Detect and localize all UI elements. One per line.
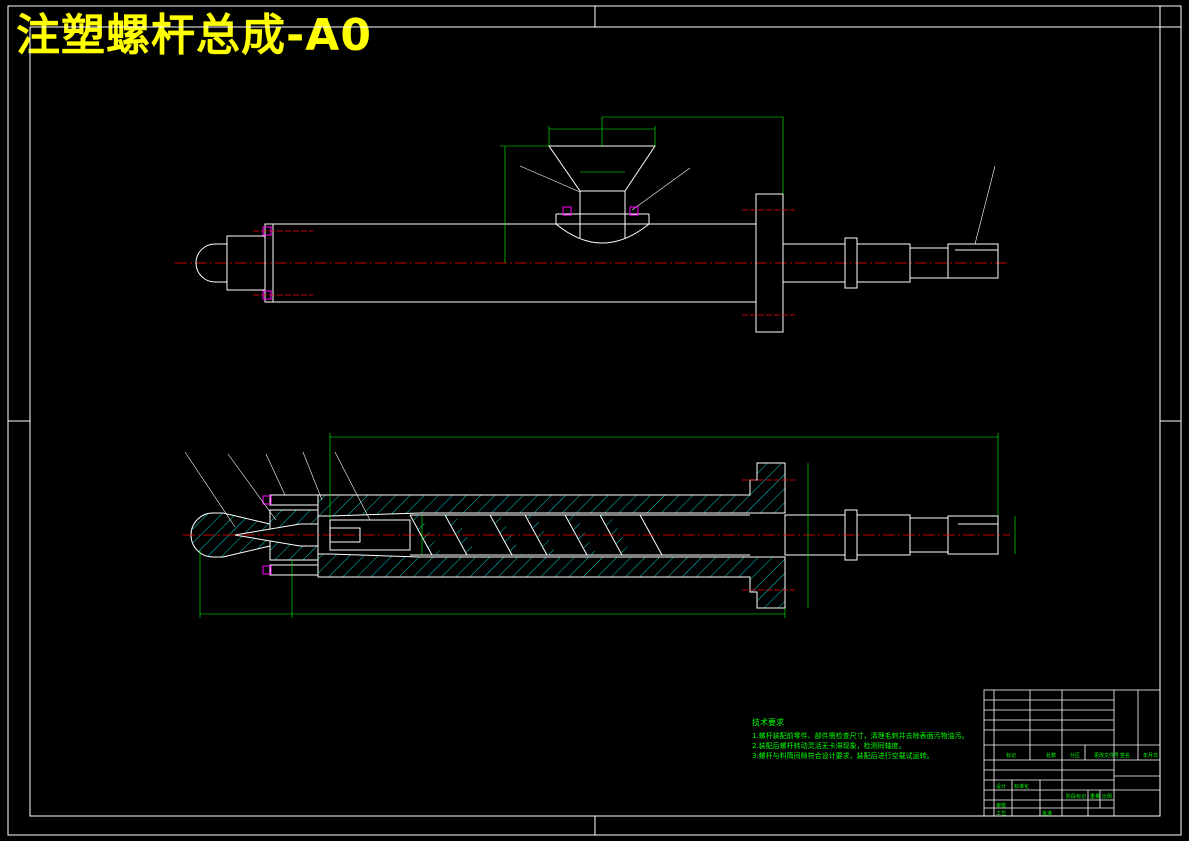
- inner-frame: [29, 26, 1161, 817]
- barrel-wall-lower: [317, 553, 786, 609]
- centering-marks: [8, 6, 1181, 835]
- top-bolts: [262, 206, 639, 300]
- tb-label: 阶段标记: [1066, 794, 1087, 800]
- tb-label: 比例: [1102, 794, 1113, 800]
- top-view: [175, 116, 1008, 333]
- tb-label: 审核: [996, 803, 1007, 809]
- tb-label: 处数: [1046, 753, 1057, 759]
- tb-label: 年月日: [1143, 753, 1159, 759]
- shaft-end: [947, 243, 999, 279]
- tech-notes-heading: 技术要求: [752, 718, 784, 727]
- tb-label: 签名: [1120, 753, 1131, 759]
- top-dimensions: [500, 116, 996, 263]
- tb-label: 更改文件号: [1094, 753, 1120, 759]
- tb-label: 分区: [1070, 753, 1081, 759]
- tech-note-line: 2.装配后螺杆转动灵活无卡滞现象，检测同轴度。: [752, 742, 906, 750]
- tb-label: 标记: [1006, 753, 1017, 759]
- tb-label: 标准化: [1014, 784, 1030, 790]
- drawing-title: 注塑螺杆总成-A0: [16, 10, 372, 61]
- hopper-base: [555, 223, 650, 244]
- outer-border: [7, 5, 1182, 836]
- title-block: [983, 689, 1161, 817]
- tb-label: 批准: [1042, 811, 1053, 817]
- section-dimensions: [199, 433, 1016, 618]
- leaders: [184, 451, 371, 528]
- tech-note-line: 3.螺杆与料筒间隙符合设计要求，装配后进行空载试运转。: [752, 752, 934, 760]
- tech-note-line: 1.螺杆装配前零件、部件需检查尺寸，清理毛刺并去除表面污物油污。: [752, 732, 969, 740]
- barrel-wall-upper: [317, 462, 786, 517]
- nozzle-cap: [195, 243, 227, 283]
- section-bolts: [269, 494, 361, 576]
- hopper: [548, 145, 656, 192]
- tb-label: 设计: [996, 784, 1007, 790]
- technical-notes: 技术要求 1.螺杆装配前零件、部件需检查尺寸，清理毛刺并去除表面污物油污。 2.…: [752, 718, 969, 761]
- section-view: [183, 433, 1016, 618]
- tb-label: 重量: [1090, 794, 1101, 800]
- tb-label: 工艺: [996, 811, 1007, 817]
